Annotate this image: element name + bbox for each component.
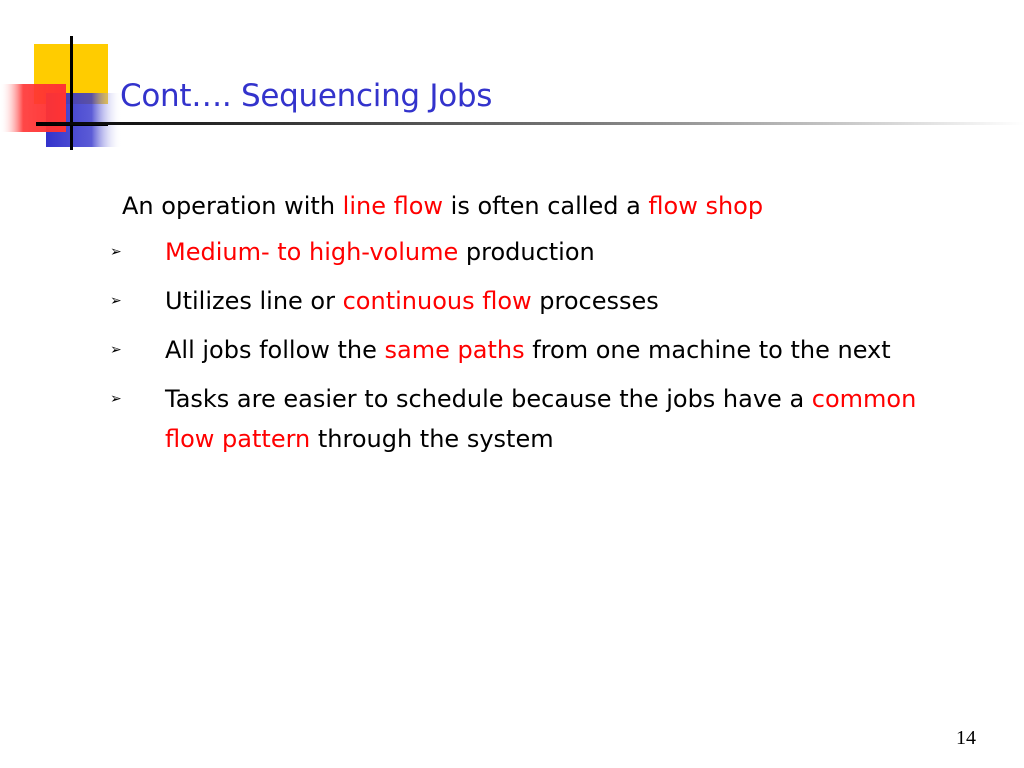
corner-decoration	[0, 36, 122, 150]
intro-paragraph: An operation with line flow is often cal…	[122, 186, 952, 226]
highlight-flow-shop: flow shop	[648, 192, 764, 220]
bullet-text: through the system	[310, 425, 554, 453]
list-item: ➢ Medium- to high-volume production	[110, 232, 952, 272]
title-underline	[36, 122, 1024, 125]
bullet-text: Tasks are easier to schedule because the…	[165, 385, 812, 413]
intro-text-2: is often called a	[443, 192, 649, 220]
page-number: 14	[956, 727, 976, 749]
highlight-line-flow: line flow	[342, 192, 444, 220]
chevron-right-icon: ➢	[110, 244, 122, 260]
chevron-right-icon: ➢	[110, 342, 122, 358]
bullet-text: from one machine to the next	[524, 336, 891, 364]
vertical-rule	[70, 36, 73, 150]
list-item: ➢ Tasks are easier to schedule because t…	[110, 379, 952, 459]
highlight-continuous-flow: continuous flow	[342, 287, 532, 315]
bullet-list: ➢ Medium- to high-volume production ➢ Ut…	[110, 232, 952, 459]
chevron-right-icon: ➢	[110, 391, 122, 407]
intro-text-1: An operation with	[122, 192, 343, 220]
slide-title: Cont…. Sequencing Jobs	[120, 78, 493, 114]
highlight-medium-high-volume: Medium- to high-volume	[165, 238, 459, 266]
highlight-same-paths: same paths	[384, 336, 525, 364]
highlight-common-flow-pattern: common flow pattern	[165, 385, 917, 453]
bullet-text: processes	[531, 287, 659, 315]
list-item: ➢ Utilizes line or continuous flow proce…	[110, 281, 952, 321]
list-item: ➢ All jobs follow the same paths from on…	[110, 330, 952, 370]
title-underline-bar	[36, 122, 1024, 125]
bullet-text: Utilizes line or	[165, 287, 343, 315]
chevron-right-icon: ➢	[110, 293, 122, 309]
bullet-text: production	[458, 238, 595, 266]
slide-body: An operation with line flow is often cal…	[110, 186, 952, 468]
bullet-text: All jobs follow the	[165, 336, 385, 364]
